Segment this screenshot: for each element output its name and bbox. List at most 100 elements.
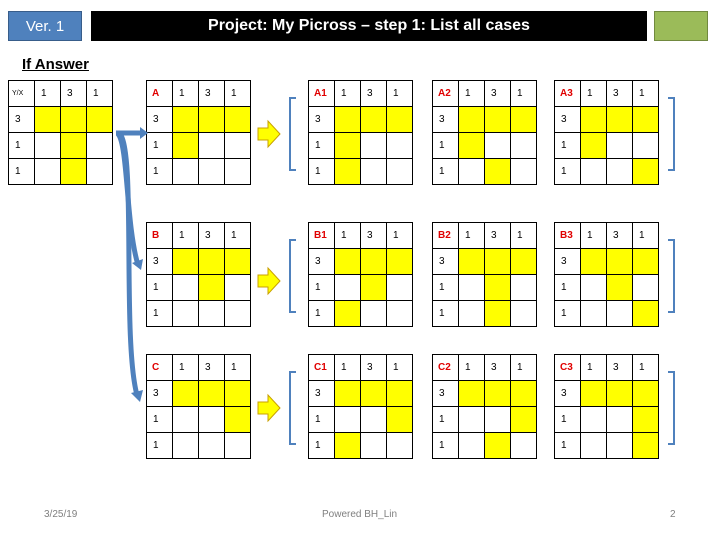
empty-cell — [198, 300, 225, 327]
filled-cell — [632, 432, 659, 459]
empty-cell — [632, 132, 659, 159]
column-clue: 1 — [458, 80, 485, 107]
row-clue: 3 — [308, 106, 335, 133]
empty-cell — [484, 406, 511, 433]
row-clue: 3 — [554, 106, 581, 133]
empty-cell — [172, 274, 199, 301]
filled-cell — [580, 132, 607, 159]
filled-cell — [458, 248, 485, 275]
grid-label: C3 — [554, 354, 581, 381]
filled-cell — [484, 248, 511, 275]
filled-cell — [484, 432, 511, 459]
column-clue: 1 — [224, 80, 251, 107]
row-clue: 1 — [554, 274, 581, 301]
row-clue: 1 — [432, 432, 459, 459]
filled-cell — [60, 158, 87, 185]
column-clue: 3 — [606, 354, 633, 381]
filled-cell — [360, 274, 387, 301]
row-clue: 1 — [554, 132, 581, 159]
row-clue: 1 — [308, 432, 335, 459]
column-clue: 3 — [360, 354, 387, 381]
bracket-right-c — [668, 371, 675, 445]
row-clue: 3 — [308, 248, 335, 275]
filled-cell — [60, 106, 87, 133]
empty-cell — [224, 274, 251, 301]
row-clue: 3 — [146, 106, 173, 133]
column-clue: 3 — [198, 222, 225, 249]
filled-cell — [580, 248, 607, 275]
row-clue: 1 — [146, 132, 173, 159]
empty-cell — [458, 406, 485, 433]
row-clue: 1 — [554, 300, 581, 327]
column-clue: 1 — [334, 80, 361, 107]
column-clue: 3 — [484, 222, 511, 249]
column-clue: 1 — [386, 80, 413, 107]
empty-cell — [198, 406, 225, 433]
filled-cell — [172, 248, 199, 275]
column-clue: 3 — [484, 354, 511, 381]
column-clue: 3 — [484, 80, 511, 107]
column-clue: 1 — [86, 80, 113, 107]
column-clue: 1 — [334, 354, 361, 381]
empty-cell — [198, 432, 225, 459]
filled-cell — [386, 106, 413, 133]
empty-cell — [360, 406, 387, 433]
empty-cell — [386, 158, 413, 185]
bracket-left-a — [289, 97, 296, 171]
column-clue: 1 — [334, 222, 361, 249]
column-clue: 1 — [458, 354, 485, 381]
row-clue: 1 — [146, 274, 173, 301]
column-clue: 1 — [386, 222, 413, 249]
column-clue: 1 — [224, 354, 251, 381]
empty-cell — [34, 132, 61, 159]
row-clue: 1 — [554, 432, 581, 459]
empty-cell — [172, 432, 199, 459]
column-clue: 3 — [360, 222, 387, 249]
filled-cell — [484, 300, 511, 327]
filled-cell — [484, 158, 511, 185]
filled-cell — [360, 106, 387, 133]
empty-cell — [484, 132, 511, 159]
grid-label: B1 — [308, 222, 335, 249]
empty-cell — [360, 300, 387, 327]
column-clue: 3 — [606, 222, 633, 249]
filled-cell — [510, 248, 537, 275]
empty-cell — [386, 432, 413, 459]
filled-cell — [632, 158, 659, 185]
empty-cell — [172, 300, 199, 327]
empty-cell — [458, 432, 485, 459]
filled-cell — [172, 380, 199, 407]
row-clue: 1 — [146, 158, 173, 185]
empty-cell — [606, 432, 633, 459]
row-clue: 1 — [8, 132, 35, 159]
empty-cell — [458, 158, 485, 185]
flow-arrow-to-b — [115, 132, 141, 266]
row-clue: 1 — [308, 406, 335, 433]
empty-cell — [510, 274, 537, 301]
filled-cell — [632, 248, 659, 275]
row-clue: 3 — [8, 106, 35, 133]
column-clue: 1 — [458, 222, 485, 249]
column-clue: 1 — [224, 222, 251, 249]
filled-cell — [198, 248, 225, 275]
grid-label: C1 — [308, 354, 335, 381]
row-clue: 1 — [8, 158, 35, 185]
empty-cell — [224, 158, 251, 185]
footer-page-number: 2 — [670, 509, 676, 520]
empty-cell — [606, 132, 633, 159]
empty-cell — [510, 300, 537, 327]
empty-cell — [224, 300, 251, 327]
filled-cell — [224, 248, 251, 275]
filled-cell — [334, 300, 361, 327]
row-clue: 1 — [554, 158, 581, 185]
empty-cell — [86, 158, 113, 185]
row-clue: 1 — [146, 406, 173, 433]
column-clue: 3 — [606, 80, 633, 107]
grid-label: C2 — [432, 354, 459, 381]
